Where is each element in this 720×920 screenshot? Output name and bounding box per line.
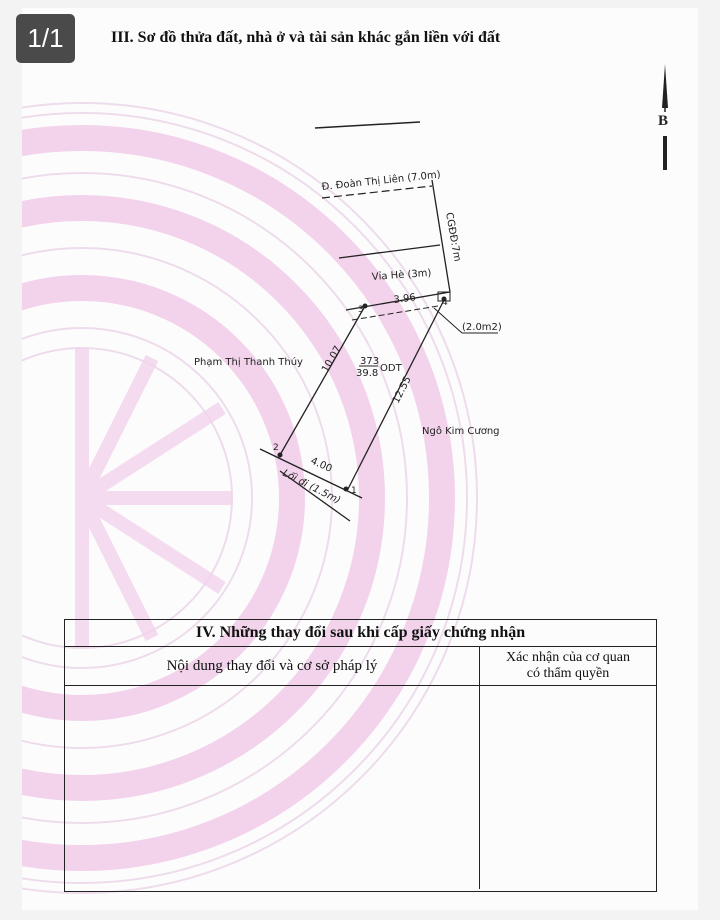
- point-4-label: 4: [442, 298, 448, 308]
- land-plot-diagram: B Đ. Đoàn Thị Liên (7.0m) CGĐĐ:7m Vỉa Hè…: [194, 64, 668, 522]
- parcel-area: 39.8: [356, 368, 378, 379]
- parcel-number: 373: [360, 356, 379, 367]
- street-label: Đ. Đoàn Thị Liên (7.0m): [321, 169, 441, 193]
- corner-area-label: (2.0m2): [462, 322, 502, 333]
- edge-3-4-label: 3.96: [393, 292, 416, 306]
- point-3-label: 3: [358, 305, 364, 315]
- header-change-content: Nội dung thay đổi và cơ sở pháp lý: [65, 647, 480, 685]
- section-3-title: III. Sơ đồ thửa đất, nhà ở và tài sản kh…: [111, 29, 501, 46]
- edge-2-3-label: 10.07: [320, 344, 344, 374]
- header-authority-confirmation: Xác nhận của cơ quan có thẩm quyền: [480, 647, 656, 685]
- changes-table: IV. Những thay đổi sau khi cấp giấy chứn…: [64, 619, 657, 892]
- table-body-row: [65, 686, 656, 889]
- point-1-label: 1: [351, 486, 357, 496]
- header-authority-line2: có thẩm quyền: [526, 666, 610, 681]
- alley-label: Lối đi (1.5m): [281, 466, 343, 506]
- edge-1-2-label: 4.00: [309, 456, 334, 475]
- page-indicator: 1/1: [16, 14, 75, 63]
- neighbor-left-label: Phạm Thị Thanh Thúy: [194, 356, 303, 368]
- edge-1-4-label: 12.55: [391, 375, 414, 406]
- table-header-row: Nội dung thay đổi và cơ sở pháp lý Xác n…: [65, 647, 656, 686]
- sidewalk-label: Vỉa Hè (3m): [371, 267, 431, 283]
- authority-confirmation-cell: [480, 686, 656, 889]
- header-authority-line1: Xác nhận của cơ quan: [505, 650, 630, 665]
- north-arrow-icon: B: [658, 64, 668, 170]
- land-use-code: ODT: [380, 363, 403, 374]
- svg-text:B: B: [658, 113, 668, 129]
- setback-label: CGĐĐ:7m: [443, 212, 462, 263]
- change-content-cell: [65, 686, 480, 889]
- point-2-label: 2: [273, 443, 279, 453]
- document-page: III. Sơ đồ thửa đất, nhà ở và tài sản kh…: [22, 8, 698, 910]
- section-4-title: IV. Những thay đổi sau khi cấp giấy chứn…: [65, 620, 656, 647]
- neighbor-right-label: Ngô Kim Cương: [422, 425, 500, 437]
